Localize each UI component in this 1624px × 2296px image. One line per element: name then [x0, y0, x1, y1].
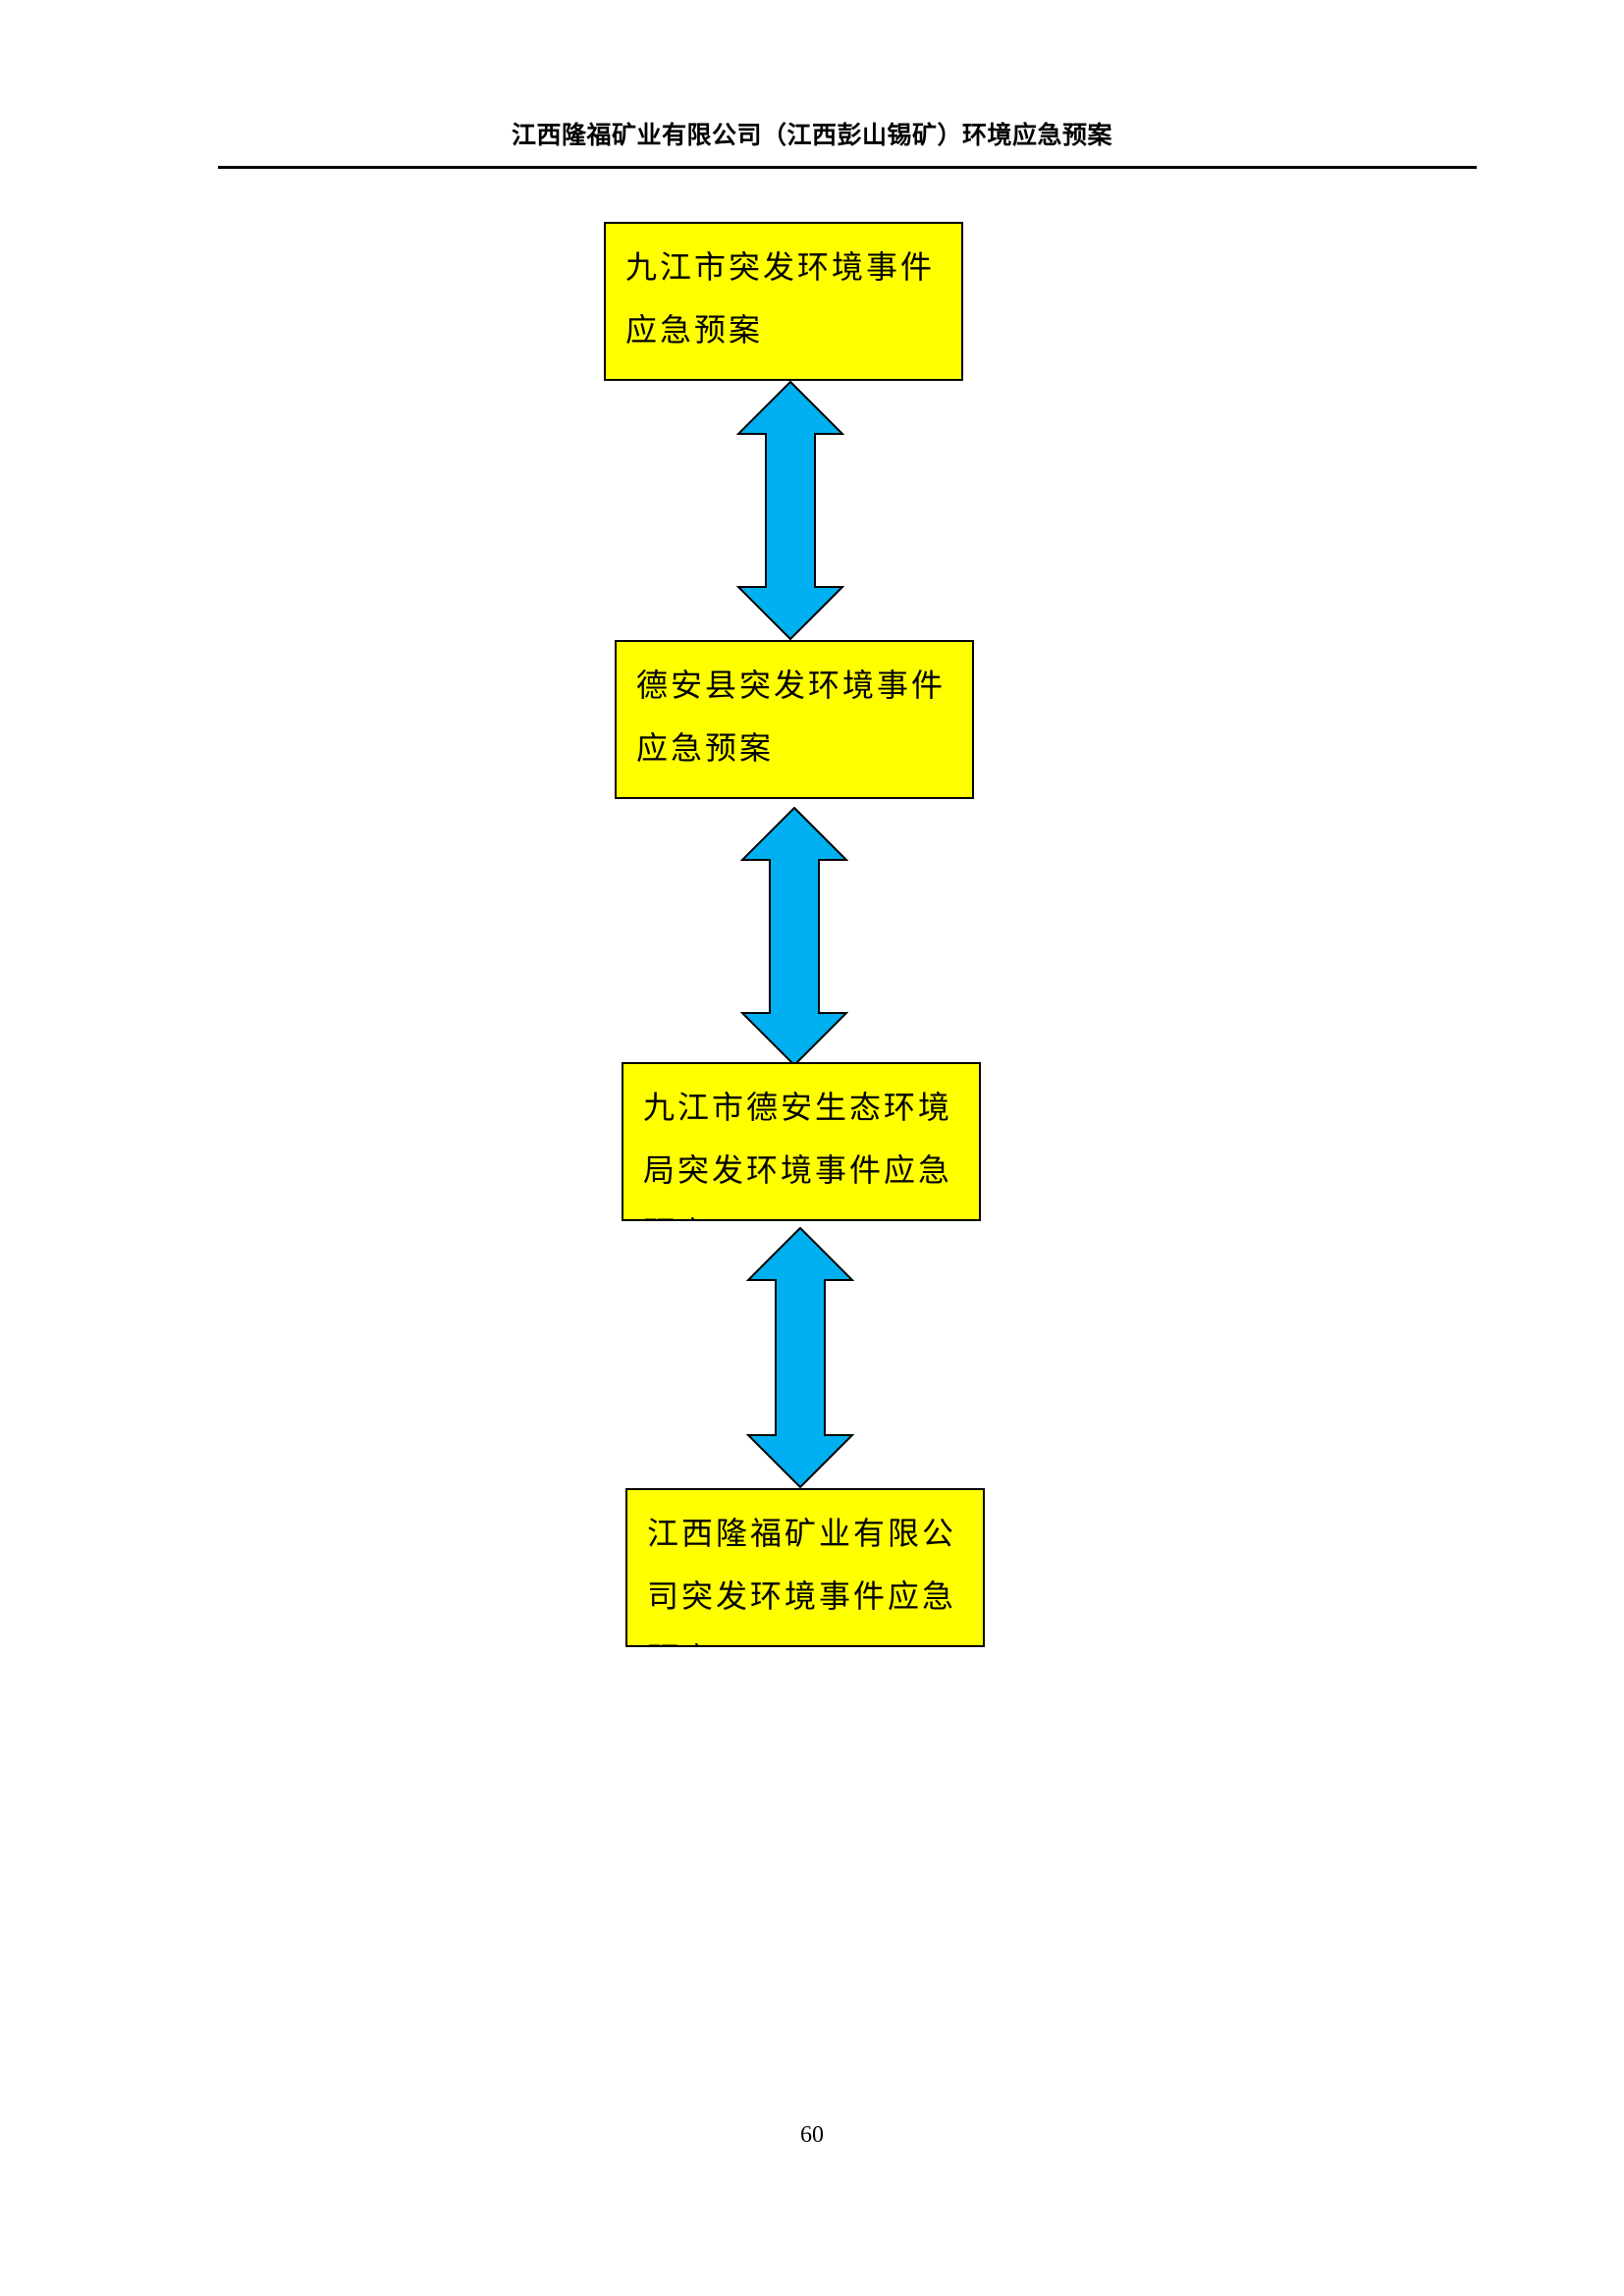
node-label: 九江市德安生态环境局突发环境事件应急预案 [643, 1089, 953, 1219]
node-jiujiang-city-plan: 九江市突发环境事件应急预案 [604, 222, 963, 381]
double-arrow-icon [746, 1227, 854, 1488]
node-dean-eco-bureau-plan: 九江市德安生态环境局突发环境事件应急预案 [622, 1062, 981, 1221]
document-header-title: 江西隆福矿业有限公司（江西彭山锡矿）环境应急预案 [511, 121, 1112, 149]
node-dean-county-plan: 德安县突发环境事件应急预案 [615, 640, 974, 799]
double-arrow-icon [740, 807, 848, 1066]
node-label: 九江市突发环境事件应急预案 [625, 248, 936, 348]
node-label: 德安县突发环境事件应急预案 [636, 667, 947, 767]
node-label: 江西隆福矿业有限公司突发环境事件应急预案 [647, 1515, 957, 1645]
node-longfu-mining-plan: 江西隆福矿业有限公司突发环境事件应急预案 [625, 1488, 985, 1647]
page-number: 60 [800, 2122, 824, 2148]
header-divider [218, 166, 1477, 169]
double-arrow-icon [736, 381, 844, 640]
